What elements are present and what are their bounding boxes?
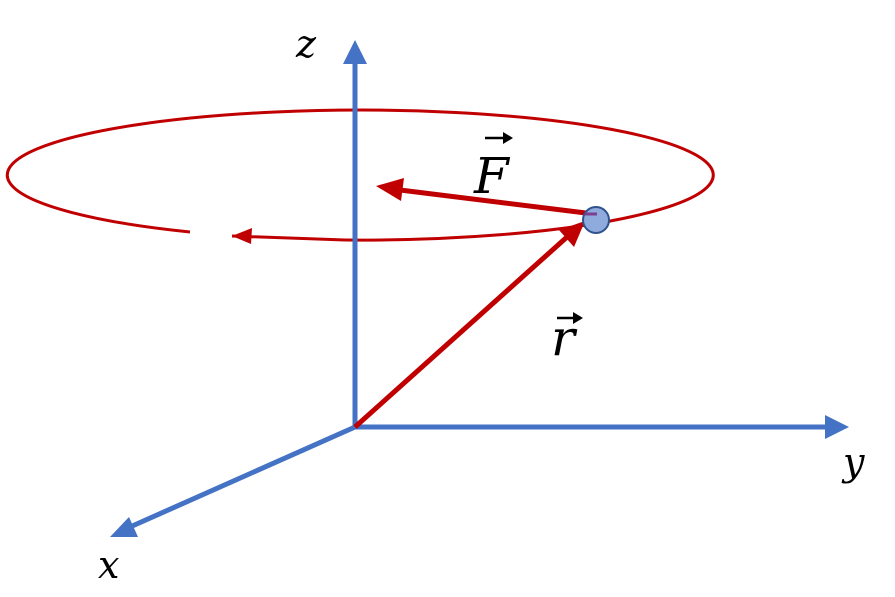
z-axis-label: z (295, 22, 317, 66)
force-vector (399, 187, 595, 217)
force-label: F (473, 147, 511, 205)
position-vector-accent (557, 312, 583, 324)
y-axis-label: y (841, 440, 865, 484)
x-axis-label: x (98, 543, 119, 587)
z-axis-arrowhead (343, 40, 367, 64)
orbit-direction-arrowhead (232, 228, 252, 244)
x-axis (128, 424, 357, 530)
position-vector (353, 235, 569, 429)
position-vector-arrowhead (559, 221, 585, 247)
force-vector-accent (485, 132, 513, 144)
particle (582, 206, 610, 234)
y-axis-arrowhead (825, 415, 849, 439)
orbit-path (5, 108, 715, 242)
force-vector-arrowhead (376, 178, 404, 201)
x-axis-arrowhead (110, 517, 138, 537)
